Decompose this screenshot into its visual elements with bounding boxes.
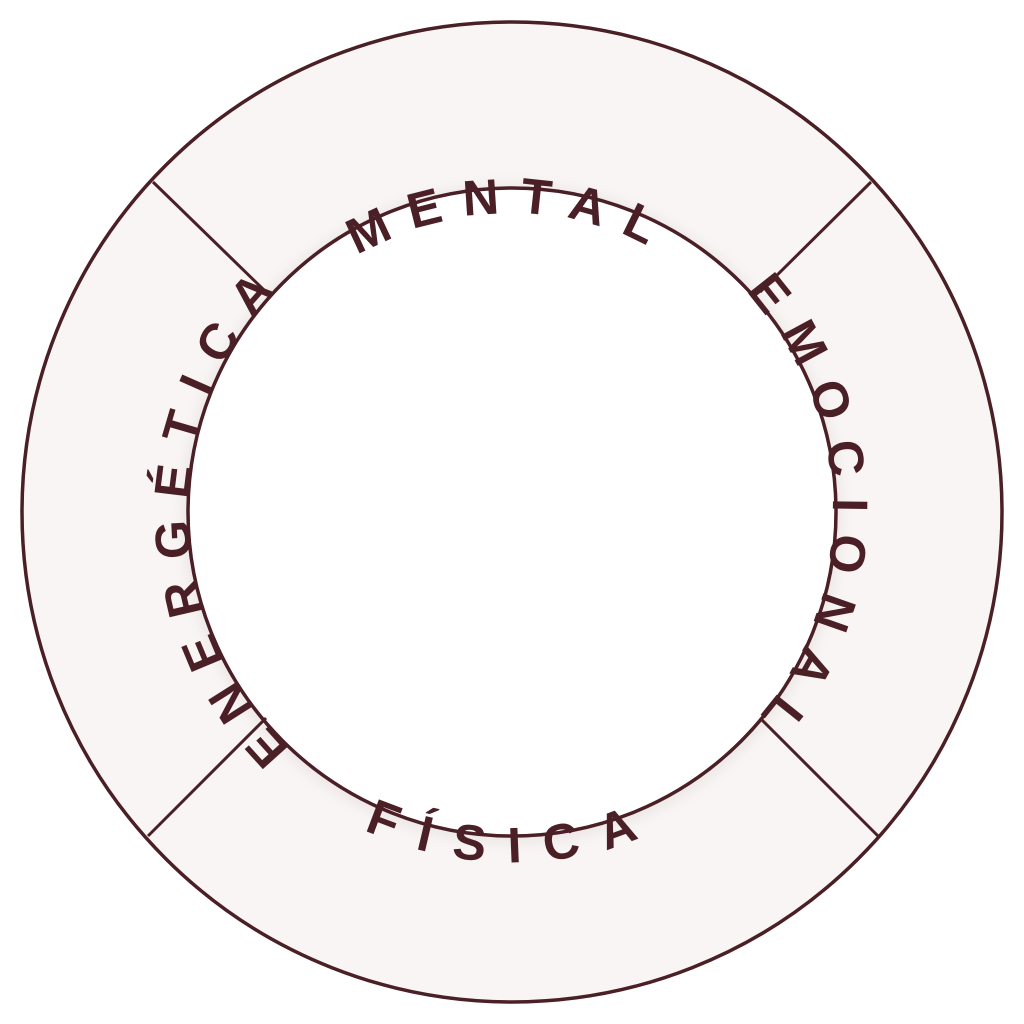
divider-top-left	[151, 180, 268, 294]
inner-circle	[186, 186, 838, 838]
divider-bottom-left	[146, 716, 268, 838]
divider-top-right	[758, 180, 873, 294]
divider-bottom-right	[758, 716, 880, 838]
